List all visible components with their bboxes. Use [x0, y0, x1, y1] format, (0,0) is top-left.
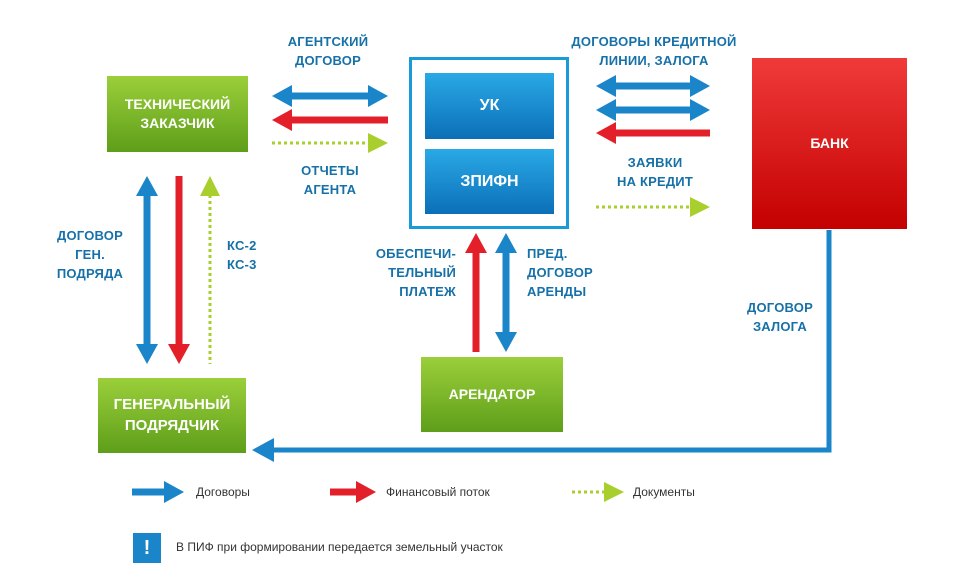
agency-contract-line-2: ДОГОВОР	[295, 53, 361, 68]
ks-docs-line-1: КС-2	[227, 238, 257, 253]
pledge-contract-line-2: ЗАЛОГА	[752, 319, 808, 334]
credit-contracts-line-1: ДОГОВОРЫ КРЕДИТНОЙ	[571, 34, 737, 49]
pre-lease-label: ПРЕД. ДОГОВОР АРЕНДЫ	[527, 244, 593, 301]
general-contract-line-1: ДОГОВОР	[57, 228, 123, 243]
pledge-contract-line-1: ДОГОВОР	[747, 300, 813, 315]
legend-finance-label: Финансовый поток	[386, 485, 490, 499]
legend-documents-arrow	[572, 482, 624, 502]
info-icon: !	[133, 533, 161, 563]
general-contractor-node: ГЕНЕРАЛЬНЫЙ ПОДРЯДЧИК	[98, 378, 246, 453]
pledge-to-contractor-arrow	[252, 230, 832, 462]
general-contract-label: ДОГОВОР ГЕН. ПОДРЯДА	[42, 226, 138, 283]
agency-contract-arrow	[272, 85, 388, 107]
credit-requests-label: ЗАЯВКИ НА КРЕДИТ	[600, 153, 710, 191]
security-payment-line-2: ТЕЛЬНЫЙ	[388, 265, 456, 280]
legend-contracts-label: Договоры	[196, 485, 250, 499]
agency-contract-label: АГЕНТСКИЙ ДОГОВОР	[278, 32, 378, 70]
tech-customer-line-1: ТЕХНИЧЕСКИЙ	[124, 96, 231, 113]
agent-reports-line-1: ОТЧЕТЫ	[301, 163, 359, 178]
pre-lease-line-2: ДОГОВОР	[527, 265, 593, 280]
pre-lease-arrow	[495, 233, 517, 352]
general-contract-line-2: ГЕН.	[75, 247, 105, 262]
agency-contract-line-1: АГЕНТСКИЙ	[287, 34, 369, 49]
zpifn-node: ЗПИФН	[425, 149, 554, 214]
pre-lease-line-3: АРЕНДЫ	[527, 284, 587, 299]
general-contractor-line-1: ГЕНЕРАЛЬНЫЙ	[113, 396, 231, 414]
agent-reports-label: ОТЧЕТЫ АГЕНТА	[280, 161, 380, 199]
bank-label: БАНК	[810, 135, 849, 152]
tenant-label: АРЕНДАТОР	[448, 386, 536, 403]
pledge-contract-arrow	[596, 99, 710, 121]
security-payment-label: ОБЕСПЕЧИ- ТЕЛЬНЫЙ ПЛАТЕЖ	[356, 244, 456, 301]
general-contract-arrow	[136, 176, 158, 364]
credit-line-contract-arrow	[596, 75, 710, 97]
ks-docs-arrow	[200, 176, 220, 364]
general-contractor-line-2: ПОДРЯДЧИК	[124, 416, 220, 434]
credit-requests-line-1: ЗАЯВКИ	[627, 155, 683, 170]
note-text: В ПИФ при формировании передается земель…	[176, 540, 503, 554]
legend-documents-label: Документы	[633, 485, 695, 499]
pledge-contract-label: ДОГОВОР ЗАЛОГА	[730, 298, 830, 336]
credit-contracts-line-2: ЛИНИИ, ЗАЛОГА	[599, 53, 709, 68]
legend-finance-arrow	[330, 481, 376, 503]
uk-label: УК	[479, 97, 500, 115]
agent-reports-line-2: АГЕНТА	[303, 182, 357, 197]
finance-arrow-to-contractor	[168, 176, 190, 364]
credit-contracts-label: ДОГОВОРЫ КРЕДИТНОЙ ЛИНИИ, ЗАЛОГА	[554, 32, 754, 70]
ks-docs-line-2: КС-3	[227, 257, 257, 272]
ks-docs-label: КС-2 КС-3	[227, 236, 257, 274]
security-payment-arrow	[465, 233, 487, 352]
bank-node: БАНК	[752, 58, 907, 229]
finance-arrow-to-tech-customer	[272, 109, 388, 131]
credit-requests-arrow	[596, 197, 710, 217]
security-payment-line-1: ОБЕСПЕЧИ-	[375, 246, 456, 261]
credit-finance-arrow	[596, 122, 710, 144]
credit-requests-line-2: НА КРЕДИТ	[616, 174, 693, 189]
uk-node: УК	[425, 73, 554, 139]
tenant-node: АРЕНДАТОР	[421, 357, 563, 432]
tech-customer-line-2: ЗАКАЗЧИК	[140, 115, 215, 131]
zpifn-label: ЗПИФН	[460, 172, 519, 190]
agent-reports-arrow	[272, 133, 388, 153]
tech-customer-node: ТЕХНИЧЕСКИЙ ЗАКАЗЧИК	[107, 76, 248, 152]
general-contract-line-3: ПОДРЯДА	[56, 266, 124, 281]
legend-contracts-arrow	[132, 481, 184, 503]
security-payment-line-3: ПЛАТЕЖ	[399, 284, 456, 299]
pre-lease-line-1: ПРЕД.	[527, 246, 568, 261]
